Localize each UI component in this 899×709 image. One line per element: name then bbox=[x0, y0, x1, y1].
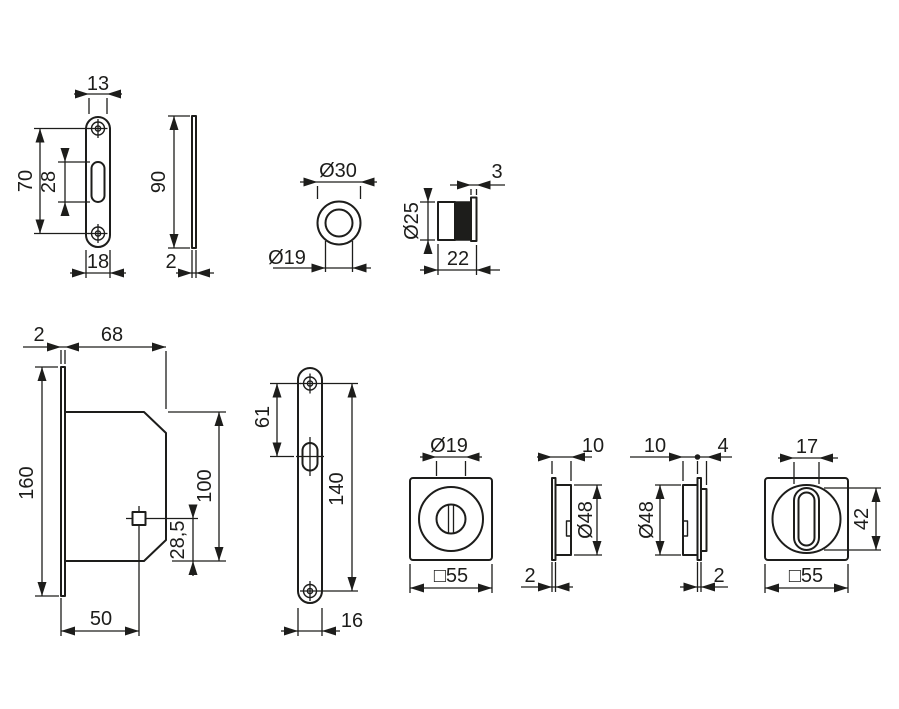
dim-label-hole-spacing: 140 bbox=[326, 472, 348, 505]
dim-strike-bottom-width: 18 bbox=[70, 250, 126, 278]
dim-rose-plate-left: 2 bbox=[521, 562, 573, 592]
dim-strike-thickness: 2 bbox=[165, 250, 214, 278]
strike-plate-edge bbox=[191, 115, 197, 249]
release-rose-front-view: Ø19 □55 bbox=[409, 435, 493, 593]
dim-label-backset: 50 bbox=[90, 608, 112, 630]
thumbturn-inner bbox=[797, 491, 816, 547]
faceplate-front-view: 61 140 16 bbox=[252, 367, 363, 636]
dim-spindle-to-bottom: 28,5 bbox=[167, 504, 198, 576]
dim-backset: 50 bbox=[60, 598, 139, 636]
dim-faceplate-width: 16 bbox=[281, 608, 363, 636]
cylinder-flange bbox=[470, 196, 478, 242]
dim-rose-depth-left: 10 bbox=[537, 435, 604, 481]
turn-rose-front-view: 17 42 □55 bbox=[764, 436, 881, 593]
rose-clip-notch bbox=[683, 520, 689, 537]
screw-hole-icon bbox=[88, 224, 108, 243]
dim-release-bore: Ø19 bbox=[420, 435, 482, 476]
lock-case-side-view: 2 68 160 100 28,5 bbox=[16, 324, 226, 636]
dim-rose-diameter-left: Ø48 bbox=[574, 484, 602, 556]
dim-label-pull-outer-diameter: Ø30 bbox=[319, 160, 357, 182]
dim-label-cylinder-diameter: Ø25 bbox=[401, 202, 423, 240]
spindle-hole bbox=[126, 506, 198, 636]
dim-label-faceplate-width: 16 bbox=[341, 610, 363, 632]
lock-case-outline bbox=[64, 411, 167, 562]
dim-label-turn-square: □55 bbox=[789, 565, 823, 587]
rose-side-view-left: 10 Ø48 2 bbox=[521, 435, 604, 592]
rose-body-edge bbox=[682, 484, 699, 556]
dim-label-strike-hole-spacing: 70 bbox=[15, 170, 37, 192]
dim-case-height: 100 bbox=[168, 411, 226, 562]
dim-faceplate-height: 160 bbox=[16, 366, 59, 597]
slot-centerlines bbox=[296, 437, 324, 476]
dim-label-strike-thickness: 2 bbox=[165, 251, 176, 273]
dim-pull-inner-diameter: Ø19 bbox=[268, 241, 371, 273]
dim-rose-diameter-right: Ø48 bbox=[636, 484, 681, 556]
release-slot bbox=[447, 505, 455, 533]
dim-label-rose-diameter-right: Ø48 bbox=[636, 501, 658, 539]
dim-label-strike-height: 90 bbox=[148, 171, 170, 193]
dim-label-turn-height: 42 bbox=[851, 508, 873, 530]
dim-cylinder-flange: 3 bbox=[450, 161, 505, 195]
dim-label-pull-inner-diameter: Ø19 bbox=[268, 247, 306, 269]
rose-clip-notch bbox=[565, 520, 571, 537]
dim-label-turn-width: 17 bbox=[796, 436, 818, 458]
strike-plate-side-view: 90 2 bbox=[148, 115, 214, 278]
dim-case-depth: 68 bbox=[65, 324, 167, 409]
rose-body-edge bbox=[554, 484, 572, 556]
dim-label-rose-depth-left: 10 bbox=[582, 435, 604, 457]
dim-label-release-square: □55 bbox=[434, 565, 468, 587]
dim-label-cylinder-length: 22 bbox=[447, 248, 469, 270]
screw-hole-icon bbox=[300, 373, 320, 394]
flush-pull-inner-circle bbox=[324, 208, 354, 238]
dim-label-strike-bottom-width: 18 bbox=[87, 251, 109, 273]
flush-pull-front-view: Ø30 Ø19 bbox=[268, 160, 377, 273]
dim-label-hole-to-slot: 61 bbox=[252, 406, 274, 428]
dim-rose-hub-depth: 4 bbox=[707, 435, 729, 462]
dim-label-rose-plate-left: 2 bbox=[524, 565, 535, 587]
cylinder-body bbox=[437, 201, 456, 241]
dim-label-strike-top-width: 13 bbox=[87, 73, 109, 95]
rose-side-view-right: 10 4 Ø48 2 bbox=[630, 435, 732, 592]
latch-slot bbox=[90, 161, 106, 203]
dim-label-case-height: 100 bbox=[194, 469, 216, 502]
dim-strike-height: 90 bbox=[148, 115, 190, 249]
dim-pull-outer-diameter: Ø30 bbox=[300, 160, 377, 199]
dim-label-cylinder-flange: 3 bbox=[491, 161, 502, 183]
dim-label-rose-plate-right: 2 bbox=[713, 565, 724, 587]
dim-strike-top-width: 13 bbox=[74, 73, 122, 114]
dim-label-rose-diameter-left: Ø48 bbox=[575, 501, 597, 539]
dim-turn-width: 17 bbox=[778, 436, 838, 484]
dim-rose-plate-right: 2 bbox=[680, 562, 728, 592]
dim-cylinder-length: 22 bbox=[420, 244, 500, 275]
dim-hole-to-slot: 61 bbox=[252, 382, 301, 458]
dim-strike-hole-spacing: 70 bbox=[15, 127, 89, 235]
dim-label-rose-depth-right: 10 bbox=[644, 435, 666, 457]
dim-label-rose-hub-depth: 4 bbox=[717, 435, 728, 457]
release-bore bbox=[435, 503, 467, 535]
dim-case-faceplate-thickness: 2 bbox=[23, 324, 166, 364]
dim-strike-slot-height: 28 bbox=[38, 148, 90, 216]
cylinder-knurled-section bbox=[454, 201, 472, 241]
strike-plate-front-view: 13 70 28 18 bbox=[15, 73, 126, 278]
dim-label-spindle-to-bottom: 28,5 bbox=[167, 521, 189, 560]
dim-turn-square: □55 bbox=[764, 564, 849, 593]
dim-hole-spacing: 140 bbox=[320, 382, 358, 592]
dim-cylinder-diameter: Ø25 bbox=[401, 188, 435, 254]
dim-label-case-depth: 68 bbox=[101, 324, 123, 346]
screw-hole-icon bbox=[88, 119, 108, 138]
rose-hub-edge bbox=[700, 488, 708, 552]
dim-rose-depth-right: 10 bbox=[630, 435, 732, 485]
lock-faceplate-edge bbox=[60, 366, 66, 597]
dim-label-strike-slot-height: 28 bbox=[38, 171, 60, 193]
dim-turn-height: 42 bbox=[824, 487, 881, 551]
screw-hole-icon bbox=[300, 581, 320, 601]
dim-release-square: □55 bbox=[409, 564, 493, 593]
dim-label-case-faceplate-thickness: 2 bbox=[33, 324, 44, 346]
dim-label-faceplate-height: 160 bbox=[16, 466, 38, 499]
dim-label-release-bore: Ø19 bbox=[430, 435, 468, 457]
cylinder-side-view: 3 Ø25 22 bbox=[401, 161, 505, 275]
faceplate-outline bbox=[297, 367, 323, 604]
